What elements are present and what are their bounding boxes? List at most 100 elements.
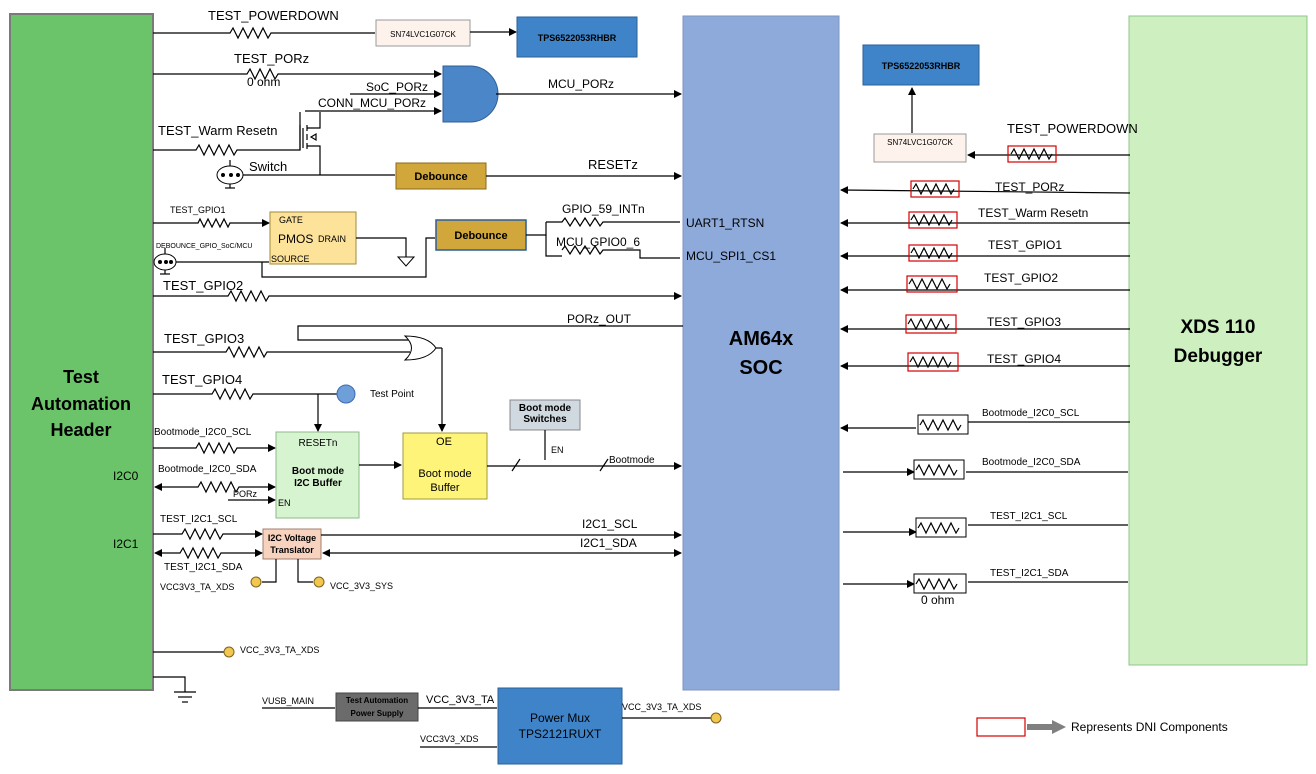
soc-label-line1: AM64x [729,328,793,350]
test-i2c1-sda-left-label: TEST_I2C1_SDA [164,562,243,573]
vcc-3v3-ta-xds-out-label: VCC_3V3_TA_XDS [622,702,701,712]
or-gate [403,335,437,361]
test-gpio2-right-label: TEST_GPIO2 [984,271,1058,285]
power-supply-block: Test Automation Power Supply [335,692,419,722]
mcu-spi1-cs1-label: MCU_SPI1_CS1 [686,249,776,263]
bootmode-i2c0-sda-left-label: Bootmode_I2C0_SDA [158,464,257,475]
and-gate [442,65,499,123]
power-supply-line2: Power Supply [351,709,404,718]
vcc3v3-ta-xds-label: VCC3V3_TA_XDS [160,582,234,592]
pmic-top: TPS6522053RHBR [516,16,638,58]
bootmode-i2c0-sda-right-label: Bootmode_I2C0_SDA [982,457,1081,468]
header-label-line1: Test [63,367,99,387]
gpio59-label: GPIO_59_INTn [562,202,645,216]
switch-connector-icon [216,160,395,189]
debounce-gpio-label: DEBOUNCE_GPIO_SoC/MCU [156,243,252,250]
power-mux-block: Power Mux TPS2121RUXT [497,687,623,765]
debounce-gpio-connector-icon [153,248,269,275]
pmos-gate-label: GATE [279,215,303,225]
porz-out-label: PORz_OUT [567,312,632,326]
power-mux-line1: Power Mux [530,711,590,725]
pmos-block: GATE PMOS DRAIN SOURCE [269,211,357,265]
test-gpio4-left-label: TEST_GPIO4 [162,372,242,387]
i2c-buffer-reset-label: RESETn [299,438,338,449]
vcc-3v3-ta-partial-label: VCC_3V3_TA [426,694,495,706]
translator-line1: I2C Voltage [268,533,316,543]
boot-switches-en-label: EN [551,445,564,455]
debugger-label-line1: XDS 110 [1181,317,1256,338]
test-powerdown-left-net: TEST_POWERDOWN [153,8,375,40]
buffer-right-label: SN74LVC1G07CK [887,138,953,147]
power-mux-line2: TPS2121RUXT [519,727,602,741]
zero-ohm-right-label: 0 ohm [921,593,954,607]
i2c-buffer-en-label: EN [278,498,291,508]
test-gpio3-right-label: TEST_GPIO3 [987,315,1061,329]
header-label-line3: Header [50,420,111,440]
switch-label: Switch [249,159,287,174]
buffer-top-label: SN74LVC1G07CK [390,30,456,39]
test-i2c1-sda-right-label: TEST_I2C1_SDA [990,568,1069,579]
test-porz-left-label: TEST_PORz [234,51,309,66]
test-point-label: Test Point [370,389,414,400]
uart1-rtsn-label: UART1_RTSN [686,216,764,230]
bootmode-i2c0-scl-left-label: Bootmode_I2C0_SCL [154,427,252,438]
debounce-1: Debounce [395,162,487,190]
vcc3v3-xds-label: VCC3V3_XDS [420,734,479,744]
debounce-1-label: Debounce [414,171,467,183]
bootmode-i2c0-scl-right-label: Bootmode_I2C0_SCL [982,408,1080,419]
test-gpio3-left-label: TEST_GPIO3 [164,331,244,346]
test-powerdown-left-label: TEST_POWERDOWN [208,8,339,23]
test-porz-right-label: TEST_PORz [995,180,1064,194]
test-powerdown-right-label: TEST_POWERDOWN [1007,121,1138,136]
ground-icon [153,676,196,703]
boot-switches-line1: Boot mode [519,403,572,414]
pmos-source-label: SOURCE [271,254,310,264]
buffer-right: SN74LVC1G07CK [873,133,967,163]
legend-arrow-icon [1027,720,1066,734]
test-gpio4-right-label: TEST_GPIO4 [987,352,1061,366]
legend-text: Represents DNI Components [1071,720,1228,734]
debugger-block: XDS 110 Debugger [1128,15,1308,666]
right-nets: TEST_PORz TEST_Warm Resetn TEST_GPIO1 TE… [840,180,1131,607]
i2c-buffer-line2: I2C Buffer [294,478,342,489]
test-i2c1-scl-left-label: TEST_I2C1_SCL [160,514,238,525]
test-point-icon [336,384,356,404]
mcu-porz-label: MCU_PORz [548,77,614,91]
i2c1-sda-label: I2C1_SDA [580,536,637,550]
boot-buffer-oe-label: OE [436,436,452,448]
test-gpio2-left-label: TEST_GPIO2 [163,278,243,293]
vcc-3v3-sys-label: VCC_3V3_SYS [330,581,393,591]
pmos-title: PMOS [278,232,313,246]
pmic-top-label: TPS6522053RHBR [538,33,617,43]
boot-mode-switches-block: Boot mode Switches [509,399,581,431]
test-warm-reset-left-label: TEST_Warm Resetn [158,123,277,138]
conn-mcu-porz-label: CONN_MCU_PORz [318,96,426,110]
debounce-2-label: Debounce [454,230,507,242]
pmos-drain-label: DRAIN [318,234,346,244]
i2c1-scl-label: I2C1_SCL [582,517,638,531]
boot-mode-buffer-block: OE Boot mode Buffer [402,432,488,500]
bootmode-label: Bootmode [609,455,655,466]
soc-porz-label: SoC_PORz [366,80,428,94]
resetz-label: RESETz [588,157,638,172]
buffer-top: SN74LVC1G07CK [375,19,471,47]
boot-buffer-line2: Buffer [430,482,459,494]
test-automation-header-block: Test Automation Header [9,13,154,691]
boot-buffer-line1: Boot mode [418,468,471,480]
i2c-buffer-line1: Boot mode [292,466,345,477]
test-warm-reset-left-net: TEST_Warm Resetn Switch [153,112,321,175]
vcc-3v3-ta-xds-label: VCC_3V3_TA_XDS [240,645,319,655]
test-gpio1-right-label: TEST_GPIO1 [988,238,1062,252]
boot-switches-line2: Switches [523,414,567,425]
test-i2c1-scl-right-label: TEST_I2C1_SCL [990,511,1068,522]
soc-label-line2: SOC [739,357,782,379]
legend: Represents DNI Components [976,717,1228,737]
legend-dni-swatch [976,717,1026,737]
pmic-right-label: TPS6522053RHBR [882,61,961,71]
soc-block: AM64x SOC [682,15,840,691]
test-porz-left-net: TEST_PORz 0 ohm SoC_PORz CONN_MCU_PORz [153,51,442,115]
vusb-main-label: VUSB_MAIN [262,696,314,706]
header-label-line2: Automation [31,394,131,414]
i2c-voltage-translator-block: I2C Voltage Translator [262,528,322,560]
